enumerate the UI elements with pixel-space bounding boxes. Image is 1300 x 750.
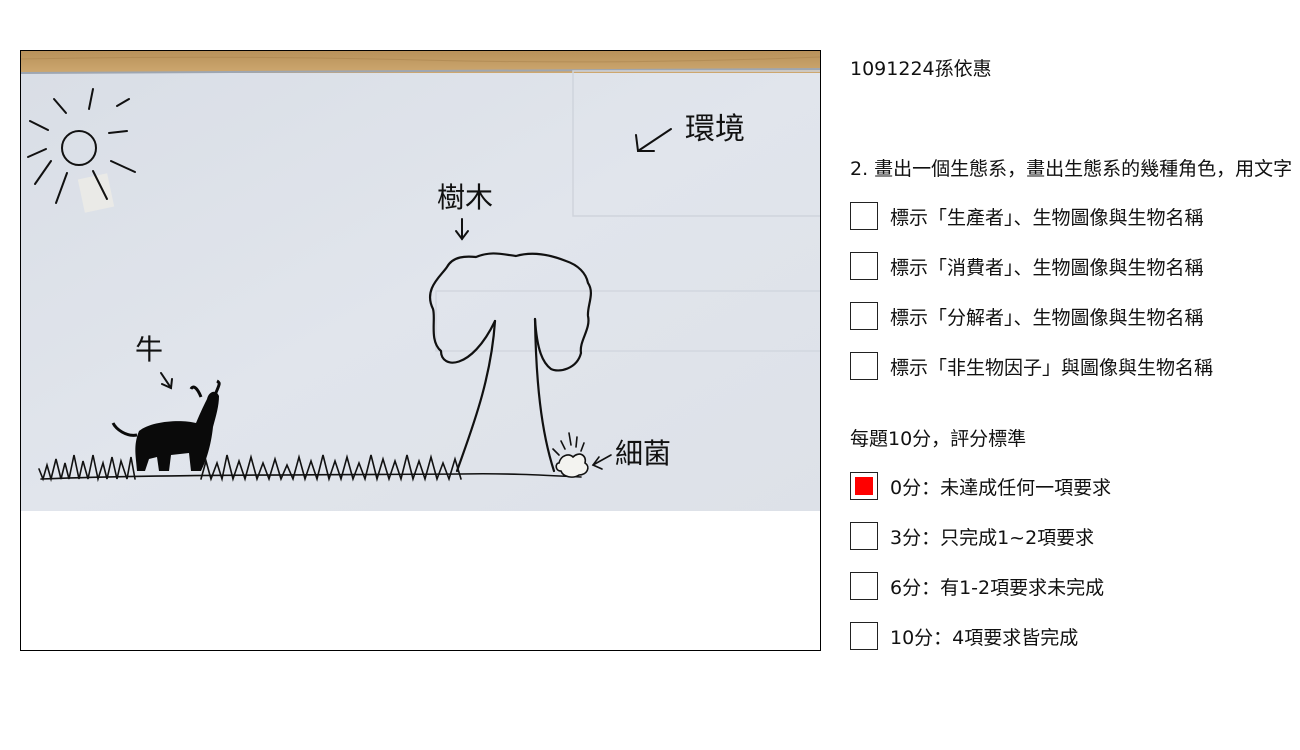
- requirement-label: 標示「非生物因子」與圖像與生物名稱: [890, 356, 1214, 379]
- score-option-label: 6分：有1-2項要求未完成: [890, 576, 1105, 599]
- empty-checkbox-icon[interactable]: [850, 252, 878, 280]
- cow-drawing: [111, 379, 221, 471]
- grass-drawing: [38, 453, 582, 483]
- empty-checkbox-icon[interactable]: [850, 572, 878, 600]
- empty-checkbox-icon[interactable]: [850, 622, 878, 650]
- tree-label: 樹木: [437, 181, 493, 214]
- requirement-item-decomposer[interactable]: 標示「分解者」、生物圖像與生物名稱: [850, 301, 1204, 331]
- cow-label: 牛: [135, 333, 163, 366]
- score-option-10[interactable]: 10分：4項要求皆完成: [850, 621, 1078, 651]
- score-option-0[interactable]: 0分：未達成任何一項要求: [850, 471, 1111, 501]
- score-option-6[interactable]: 6分：有1-2項要求未完成: [850, 571, 1104, 601]
- requirement-item-consumer[interactable]: 標示「消費者」、生物圖像與生物名稱: [850, 251, 1204, 281]
- student-name: 1091224孫依惠: [850, 58, 992, 80]
- requirement-item-abiotic[interactable]: 標示「非生物因子」與圖像與生物名稱: [850, 351, 1213, 381]
- red-checked-checkbox-icon[interactable]: [850, 472, 878, 500]
- requirement-label: 標示「消費者」、生物圖像與生物名稱: [890, 256, 1204, 279]
- empty-checkbox-icon[interactable]: [850, 202, 878, 230]
- score-option-label: 3分：只完成1~2項要求: [890, 526, 1095, 549]
- environment-label: 環境: [685, 112, 745, 147]
- score-option-label: 10分：4項要求皆完成: [890, 626, 1079, 649]
- sun-drawing: [27, 88, 136, 204]
- student-drawing-photo: 環境 樹木 牛 細菌: [21, 51, 820, 511]
- empty-checkbox-icon[interactable]: [850, 522, 878, 550]
- empty-checkbox-icon[interactable]: [850, 352, 878, 380]
- bacteria-label: 細菌: [615, 437, 671, 470]
- grading-panel: 1091224孫依惠 2. 畫出一個生態系，畫出生態系的幾種角色，用文字 標示「…: [850, 0, 1300, 750]
- score-option-label: 0分：未達成任何一項要求: [890, 476, 1112, 499]
- drawing-frame: 環境 樹木 牛 細菌: [20, 50, 821, 651]
- scoring-title: 每題10分，評分標準: [850, 428, 1027, 450]
- requirement-label: 標示「生產者」、生物圖像與生物名稱: [890, 206, 1204, 229]
- question-text: 2. 畫出一個生態系，畫出生態系的幾種角色，用文字: [850, 158, 1293, 180]
- requirement-item-producer[interactable]: 標示「生產者」、生物圖像與生物名稱: [850, 201, 1204, 231]
- tree-drawing: [429, 252, 592, 473]
- requirement-label: 標示「分解者」、生物圖像與生物名稱: [890, 306, 1204, 329]
- empty-checkbox-icon[interactable]: [850, 302, 878, 330]
- score-option-3[interactable]: 3分：只完成1~2項要求: [850, 521, 1094, 551]
- bacteria-drawing: [552, 432, 612, 478]
